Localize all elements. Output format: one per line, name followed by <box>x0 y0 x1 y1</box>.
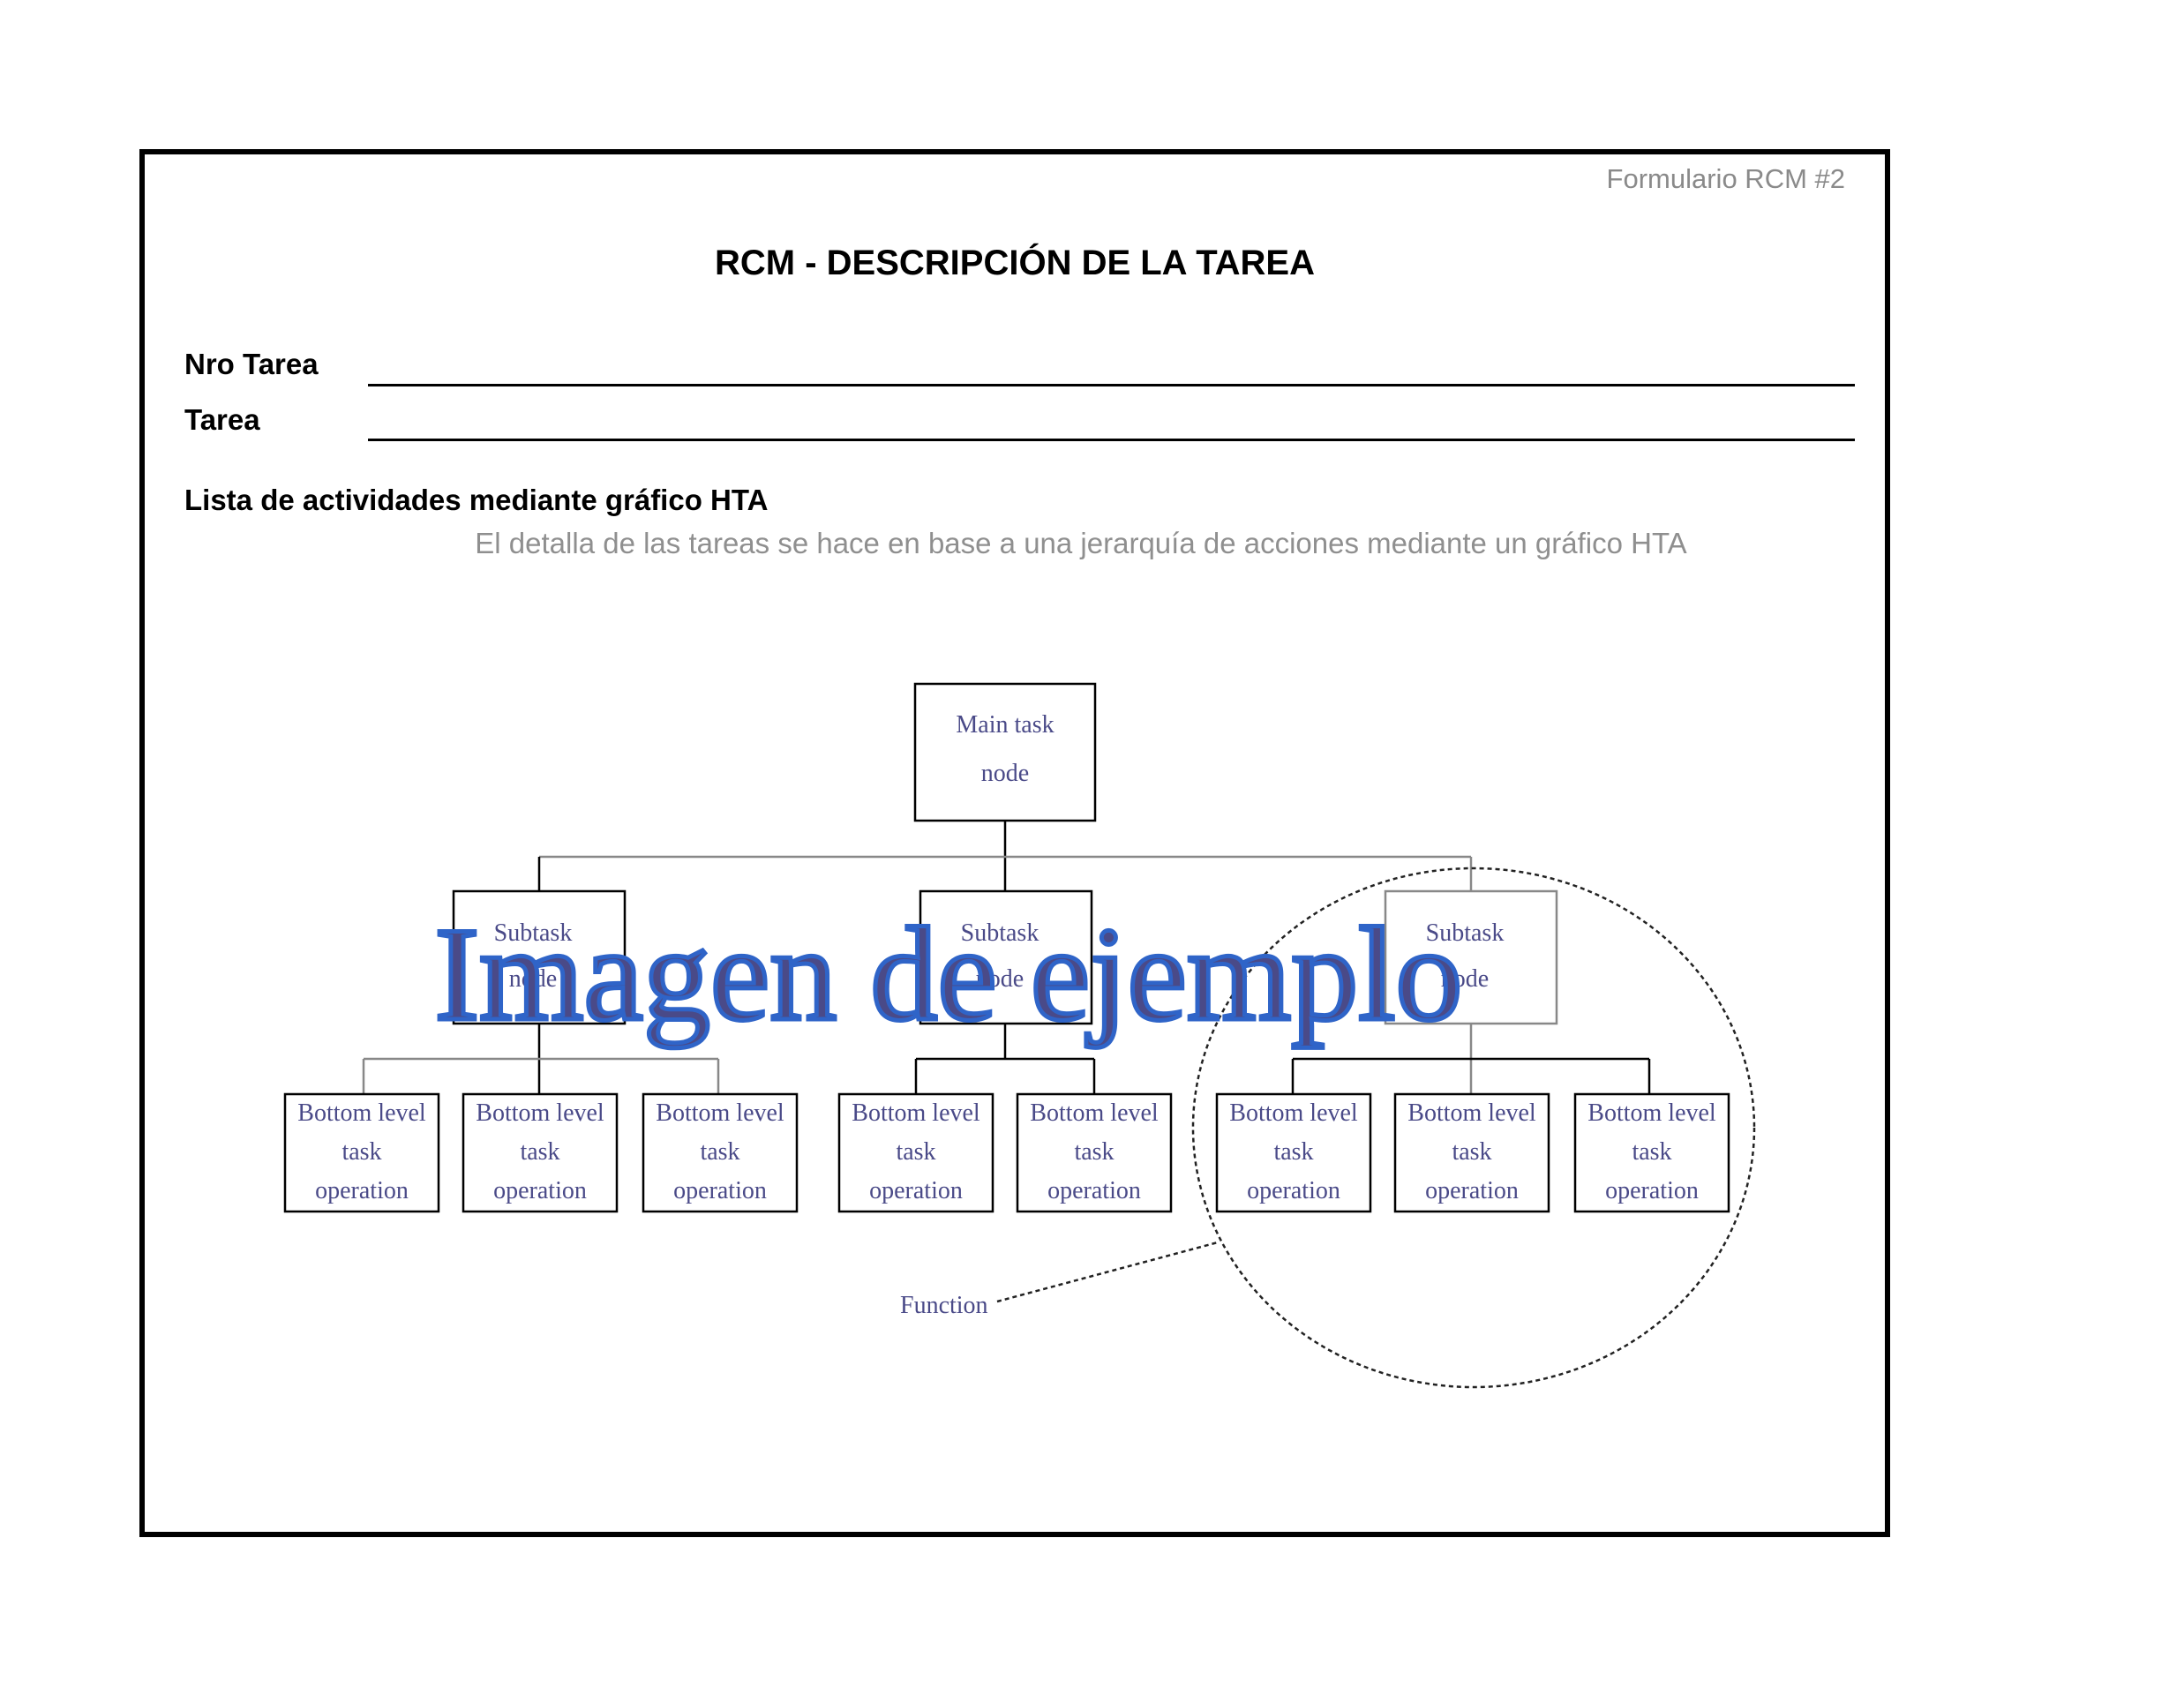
function-circle <box>1191 867 1756 1389</box>
form-frame: Formulario RCM #2 RCM - DESCRIPCIÓN DE L… <box>139 149 1890 1537</box>
bottom-node-line1: Bottom level <box>1229 1099 1358 1127</box>
bottom-node-line2: task <box>341 1138 381 1166</box>
bottom-node-line3: operation <box>315 1177 409 1204</box>
bottom-node: Bottom level task operation <box>837 1092 994 1213</box>
section-label: Lista de actividades mediante gráfico HT… <box>184 484 769 516</box>
bottom-node: Bottom level task operation <box>1573 1092 1730 1213</box>
bottom-node-line1: Bottom level <box>656 1099 784 1127</box>
bottom-node: Bottom level task operation <box>283 1092 440 1213</box>
subtask-line2: node <box>976 965 1024 993</box>
subtask-line1: Subtask <box>494 919 573 947</box>
bottom-node-line1: Bottom level <box>297 1099 426 1127</box>
bottom-node-line2: task <box>520 1138 559 1166</box>
bottom-node: Bottom level task operation <box>1016 1092 1173 1213</box>
subtask-line1: Subtask <box>1426 919 1505 947</box>
bottom-node-line3: operation <box>1247 1177 1340 1204</box>
subtask-line1: Subtask <box>961 919 1039 947</box>
bottom-node-line2: task <box>1074 1138 1114 1166</box>
main-task-node: Main task node <box>913 682 1097 822</box>
main-node-line1: Main task <box>956 711 1054 739</box>
bottom-node-line1: Bottom level <box>476 1099 604 1127</box>
bottom-node-line2: task <box>1632 1138 1671 1166</box>
main-node-line2: node <box>981 760 1029 787</box>
bottom-node-line1: Bottom level <box>1587 1099 1716 1127</box>
section-note: El detalla de las tareas se hace en base… <box>475 527 1687 559</box>
bottom-node: Bottom level task operation <box>462 1092 619 1213</box>
bottom-node-line2: task <box>1452 1138 1491 1166</box>
subtask-line2: node <box>509 965 557 993</box>
subtask-node: Subtask node <box>1384 889 1558 1025</box>
bottom-node-line3: operation <box>493 1177 587 1204</box>
bottom-node-line3: operation <box>673 1177 767 1204</box>
bottom-node-line1: Bottom level <box>1030 1099 1159 1127</box>
tarea-label: Tarea <box>184 403 260 436</box>
subtask-line2: node <box>1441 965 1489 993</box>
bottom-node-line2: task <box>700 1138 739 1166</box>
bottom-node-line3: operation <box>869 1177 963 1204</box>
form-title: RCM - DESCRIPCIÓN DE LA TAREA <box>715 244 1315 282</box>
bottom-level-nodes: Bottom level task operation Bottom level… <box>283 1092 1730 1213</box>
bottom-node-line2: task <box>896 1138 935 1166</box>
subtask-node: Subtask node <box>452 889 627 1025</box>
tarea-field[interactable] <box>368 439 1855 441</box>
bottom-node-line3: operation <box>1047 1177 1141 1204</box>
bottom-node-line3: operation <box>1605 1177 1699 1204</box>
subtask-node: Subtask node <box>919 889 1093 1025</box>
bottom-node-line1: Bottom level <box>852 1099 980 1127</box>
connector-lines <box>362 821 1651 1094</box>
bottom-node-line3: operation <box>1425 1177 1519 1204</box>
bottom-node-line2: task <box>1273 1138 1313 1166</box>
bottom-node: Bottom level task operation <box>642 1092 799 1213</box>
bottom-node: Bottom level task operation <box>1215 1092 1372 1213</box>
nro-tarea-label: Nro Tarea <box>184 348 319 380</box>
watermark-text: Imagen de ejemplo <box>435 900 1463 1048</box>
function-pointer-line <box>996 1241 1219 1303</box>
function-label: Function <box>900 1292 988 1319</box>
form-id-label: Formulario RCM #2 <box>1606 163 1845 194</box>
nro-tarea-field[interactable] <box>368 384 1855 386</box>
bottom-node: Bottom level task operation <box>1393 1092 1550 1213</box>
bottom-node-line1: Bottom level <box>1407 1099 1536 1127</box>
